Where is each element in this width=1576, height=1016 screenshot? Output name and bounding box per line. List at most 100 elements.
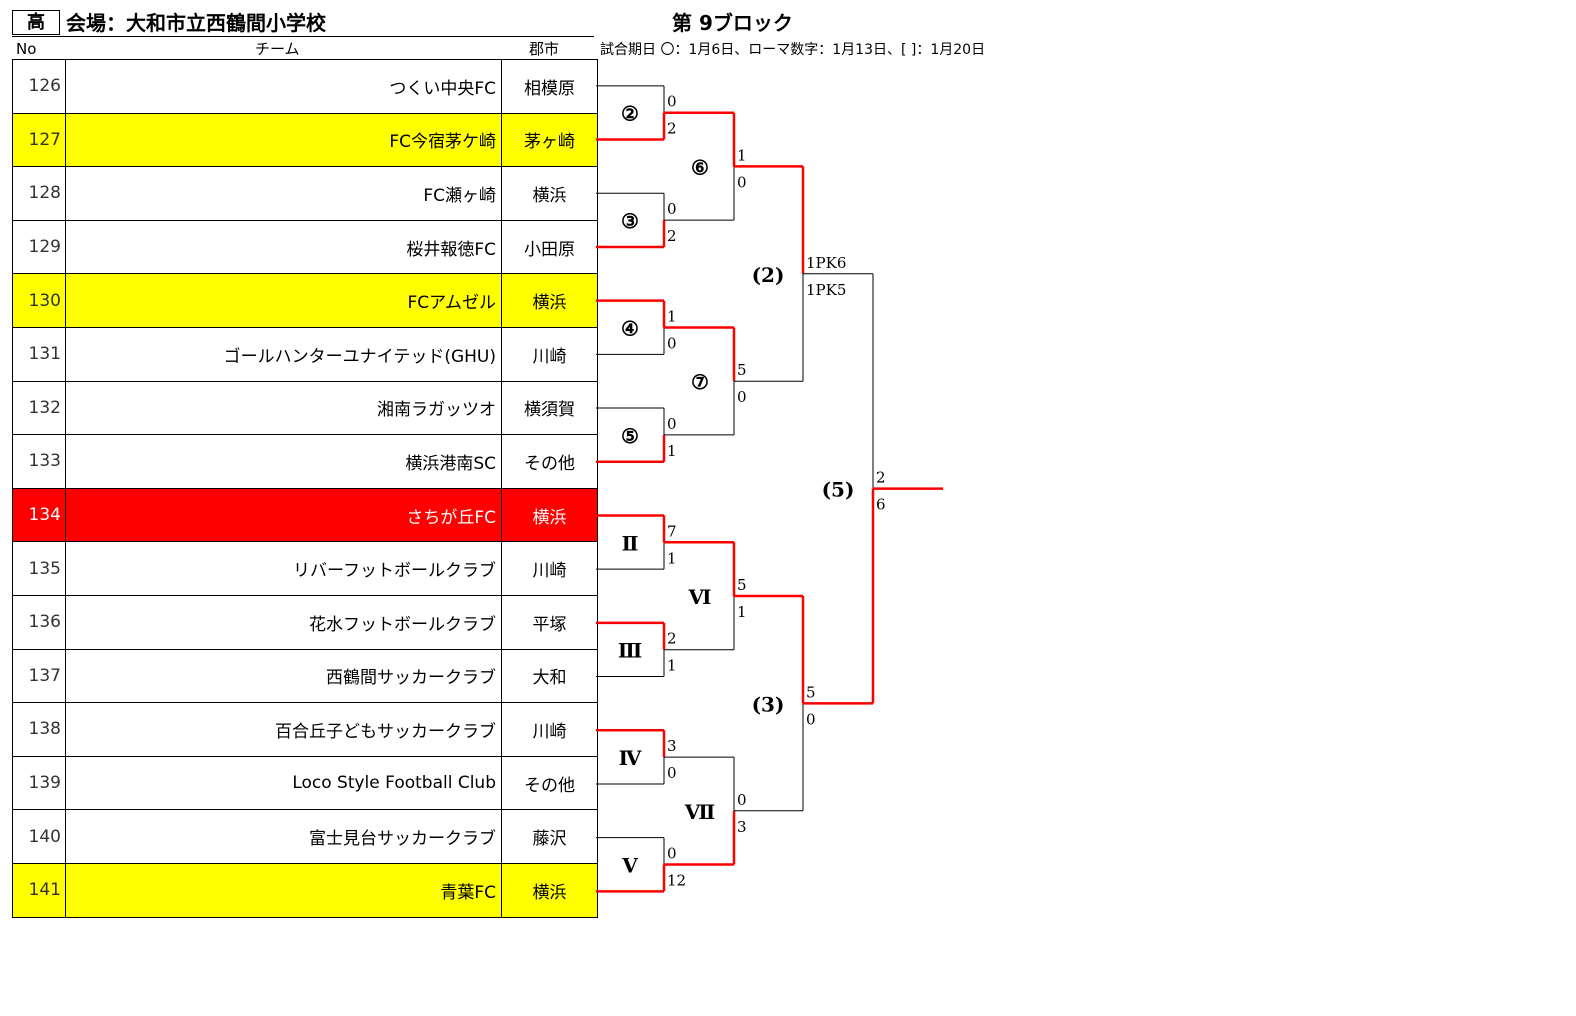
match-label: (5) — [822, 478, 855, 502]
team-name-cell: Loco Style Football Club — [65, 755, 502, 811]
match-label: ⑥ — [691, 155, 709, 179]
top-score: 1 — [667, 308, 677, 326]
team-city-cell: 横浜 — [501, 273, 598, 328]
team-city-cell: 川崎 — [501, 702, 598, 757]
match-label: Ⅳ — [619, 746, 642, 770]
team-name-cell: ゴールハンターユナイテッド(GHU) — [65, 326, 502, 382]
match-label: ⑦ — [691, 370, 709, 394]
bottom-score: 6 — [876, 496, 886, 514]
team-name-cell: 横浜港南SC — [65, 434, 502, 489]
col-header-no: No — [16, 40, 37, 58]
bottom-score: 0 — [667, 764, 677, 782]
bottom-score: 2 — [667, 227, 677, 245]
match-label: Ⅱ — [622, 531, 639, 555]
team-city-cell: 横浜 — [501, 166, 598, 221]
bottom-score: 1 — [737, 603, 747, 621]
match-label: Ⅲ — [618, 639, 642, 663]
bottom-score: 1PK5 — [806, 281, 846, 299]
bottom-score: 1 — [667, 549, 677, 567]
match-label: Ⅴ — [621, 854, 638, 878]
team-name-cell: 花水フットボールクラブ — [65, 594, 502, 650]
top-score: 0 — [667, 200, 677, 218]
team-name-cell: FC瀬ヶ崎 — [65, 166, 502, 221]
bottom-score: 12 — [667, 872, 686, 890]
match-label: ③ — [621, 209, 639, 233]
top-score: 5 — [737, 576, 747, 594]
top-score: 5 — [737, 361, 747, 379]
match-label: Ⅵ — [688, 585, 712, 609]
team-number-cell: 129 — [12, 219, 66, 275]
top-score: 3 — [667, 737, 677, 755]
header-divider — [12, 36, 594, 37]
team-name-cell: 百合丘子どもサッカークラブ — [65, 702, 502, 757]
team-city-cell: 茅ヶ崎 — [501, 112, 598, 168]
team-number-cell: 131 — [12, 326, 66, 382]
team-city-cell: 川崎 — [501, 541, 598, 596]
top-score: 2 — [667, 630, 677, 648]
bottom-score: 1 — [667, 442, 677, 460]
team-name-cell: FCアムゼル — [65, 273, 502, 328]
team-number-cell: 137 — [12, 648, 66, 704]
bottom-score: 0 — [806, 710, 816, 728]
team-city-cell: その他 — [501, 434, 598, 489]
venue-title: 会場：大和市立西鶴間小学校 — [66, 11, 326, 35]
match-label: (2) — [752, 263, 785, 287]
team-number-cell: 134 — [12, 487, 66, 543]
team-name-cell: 富士見台サッカークラブ — [65, 809, 502, 864]
top-score: 0 — [667, 93, 677, 111]
bottom-score: 3 — [737, 818, 747, 836]
bottom-score: 2 — [667, 120, 677, 138]
col-header-city: 郡市 — [529, 40, 560, 58]
team-city-cell: 横浜 — [501, 487, 598, 543]
team-number-cell: 128 — [12, 166, 66, 221]
col-header-team: チーム — [255, 40, 300, 58]
team-name-cell: リバーフットボールクラブ — [65, 541, 502, 596]
top-score: 0 — [667, 415, 677, 433]
block-title: 第 9ブロック — [672, 11, 793, 35]
team-number-cell: 133 — [12, 434, 66, 489]
team-city-cell: 平塚 — [501, 594, 598, 650]
team-number-cell: 140 — [12, 809, 66, 864]
top-score: 0 — [667, 845, 677, 863]
match-label: ⑤ — [621, 424, 639, 448]
match-dates-note: 試合期日 〇：1月6日、ローマ数字：1月13日、[ ]：1月20日 — [600, 42, 986, 58]
top-score: 5 — [806, 683, 816, 701]
top-score: 7 — [667, 522, 677, 540]
top-score: 1PK6 — [806, 254, 846, 272]
team-name-cell: 桜井報徳FC — [65, 219, 502, 275]
bottom-score: 0 — [737, 173, 747, 191]
team-city-cell: 横浜 — [501, 862, 598, 918]
bottom-score: 0 — [737, 388, 747, 406]
team-city-cell: 藤沢 — [501, 809, 598, 864]
bottom-score: 1 — [667, 657, 677, 675]
category-badge: 高 — [12, 10, 60, 35]
top-score: 1 — [737, 146, 747, 164]
match-label: Ⅶ — [684, 800, 716, 824]
match-label: ② — [621, 102, 639, 126]
bottom-score: 0 — [667, 335, 677, 353]
top-score: 0 — [737, 791, 747, 809]
match-label: ④ — [621, 317, 639, 341]
team-number-cell: 141 — [12, 862, 66, 918]
team-name-cell: 青葉FC — [65, 862, 502, 918]
top-score: 2 — [876, 469, 886, 487]
team-city-cell: 川崎 — [501, 326, 598, 382]
match-label: (3) — [752, 692, 785, 716]
team-number-cell: 130 — [12, 273, 66, 328]
